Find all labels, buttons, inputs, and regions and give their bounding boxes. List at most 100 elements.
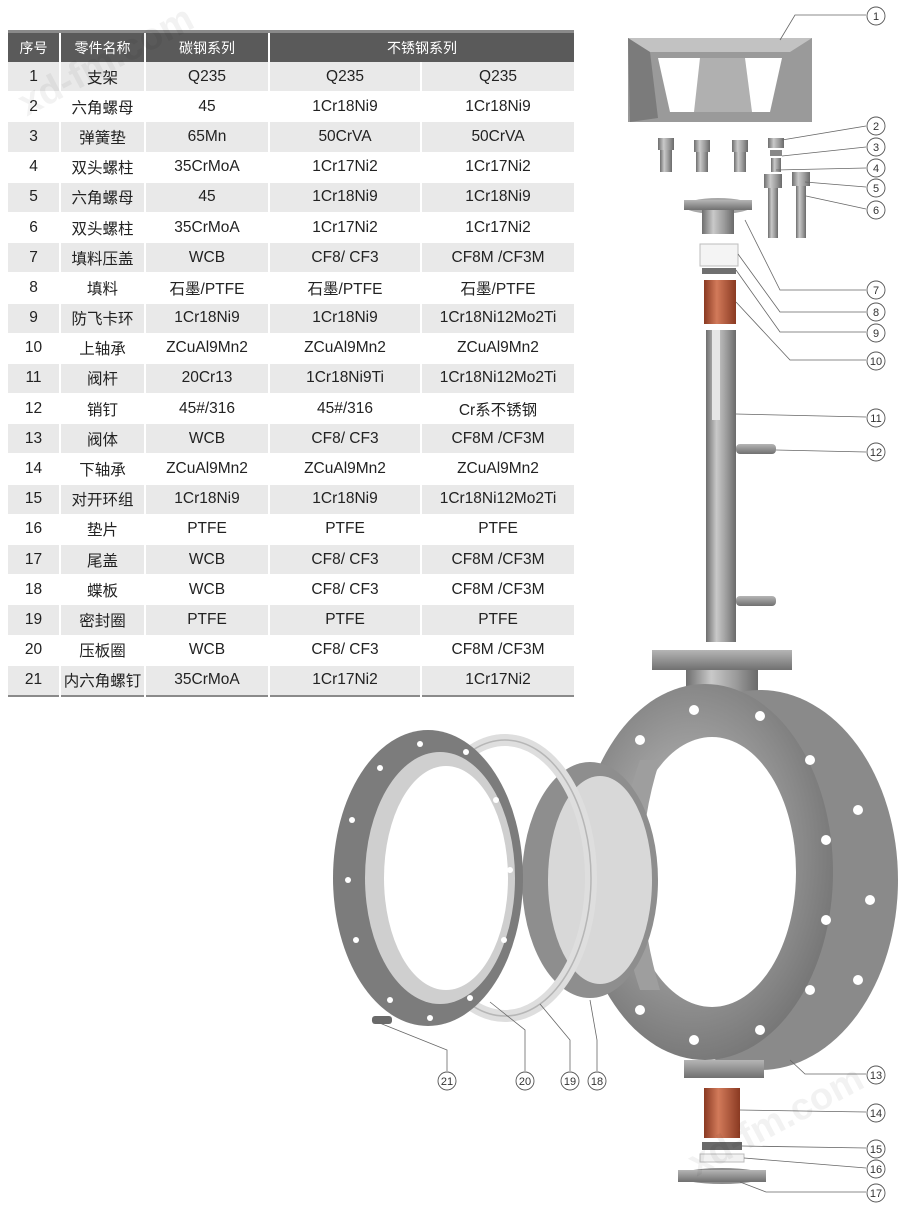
- cell-index: 19: [8, 604, 61, 636]
- cell-stainless-a: 50CrVA: [269, 121, 422, 153]
- cell-index: 6: [8, 212, 61, 244]
- retainer-bolt-holes: [345, 741, 513, 1021]
- cell-index: 8: [8, 272, 61, 304]
- cell-stainless-a: 1Cr18Ni9: [269, 484, 422, 515]
- callout-number: 13: [870, 1070, 882, 1082]
- cell-stainless-a: 1Cr18Ni9Ti: [269, 363, 422, 395]
- cell-part-name: 双头螺柱: [60, 152, 146, 183]
- cell-index: 13: [8, 423, 61, 455]
- callout-14: 14: [866, 1103, 886, 1123]
- bolt-holes: [587, 705, 875, 1045]
- cell-stainless-a: CF8/ CF3: [269, 635, 422, 666]
- callout-9: 9: [866, 323, 886, 343]
- cell-carbon: 45: [145, 182, 270, 213]
- cell-part-name: 防飞卡环: [60, 303, 146, 334]
- callout-15: 15: [866, 1139, 886, 1159]
- cell-index: 7: [8, 242, 61, 274]
- cell-part-name: 压板圈: [60, 635, 146, 666]
- cell-stainless-b: PTFE: [421, 514, 574, 546]
- cell-stainless-b: 1Cr18Ni9: [421, 91, 574, 123]
- callout-number: 19: [564, 1076, 576, 1088]
- pin: [736, 444, 776, 454]
- cell-part-name: 垫片: [60, 514, 146, 546]
- cell-part-name: 对开环组: [60, 484, 146, 515]
- stud-bolt: [792, 172, 810, 238]
- cell-stainless-b: 1Cr18Ni12Mo2Ti: [421, 484, 574, 515]
- cell-stainless-b: Cr系不锈钢: [421, 393, 574, 425]
- callout-number: 15: [870, 1144, 882, 1156]
- packing: [699, 243, 739, 267]
- header-part-name: 零件名称: [60, 31, 146, 62]
- cell-stainless-b: 50CrVA: [421, 121, 574, 153]
- hex-nut: [768, 138, 784, 172]
- cell-index: 5: [8, 182, 61, 213]
- cell-carbon: 1Cr18Ni9: [145, 484, 270, 515]
- lower-bearing: [704, 1088, 740, 1138]
- callout-number: 10: [870, 356, 882, 368]
- stud-bolt: [764, 174, 782, 238]
- cell-stainless-a: CF8/ CF3: [269, 544, 422, 576]
- callout-number: 6: [873, 205, 879, 217]
- callout-number: 16: [870, 1164, 882, 1176]
- nuts-washers-studs: [658, 138, 810, 238]
- callout-17: 17: [866, 1183, 886, 1203]
- bracket: [628, 38, 812, 122]
- cell-index: 1: [8, 62, 61, 93]
- cell-stainless-b: 1Cr18Ni12Mo2Ti: [421, 363, 574, 395]
- end-cover: [678, 1168, 766, 1184]
- packing-gland: [684, 198, 752, 234]
- callout-number: 9: [873, 328, 879, 340]
- callout-6: 6: [866, 200, 886, 220]
- hex-nut: [658, 138, 674, 172]
- callout-number: 21: [441, 1076, 453, 1088]
- cell-carbon: WCB: [145, 574, 270, 606]
- cell-carbon: ZCuAl9Mn2: [145, 333, 270, 364]
- pin: [736, 596, 776, 606]
- callout-number: 5: [873, 183, 879, 195]
- callout-number: 20: [519, 1076, 531, 1088]
- cell-stainless-b: CF8M /CF3M: [421, 574, 574, 606]
- cell-carbon: 35CrMoA: [145, 152, 270, 183]
- cell-part-name: 双头螺柱: [60, 212, 146, 244]
- cell-part-name: 尾盖: [60, 544, 146, 576]
- callout-13: 13: [866, 1065, 886, 1085]
- cell-index: 20: [8, 635, 61, 666]
- cell-stainless-a: CF8/ CF3: [269, 423, 422, 455]
- callout-number: 7: [873, 285, 879, 297]
- cell-stainless-b: ZCuAl9Mn2: [421, 453, 574, 485]
- callout-4: 4: [866, 158, 886, 178]
- cell-stainless-b: 1Cr17Ni2: [421, 212, 574, 244]
- cell-index: 15: [8, 484, 61, 515]
- cell-part-name: 弹簧垫: [60, 121, 146, 153]
- cell-carbon: WCB: [145, 635, 270, 666]
- cell-stainless-a: 1Cr17Ni2: [269, 152, 422, 183]
- cell-part-name: 销钉: [60, 393, 146, 425]
- retainer-ring: [333, 730, 523, 1026]
- callout-3: 3: [866, 137, 886, 157]
- cell-part-name: 填料: [60, 272, 146, 304]
- callout-18: 18: [587, 1071, 607, 1091]
- cell-stainless-b: 1Cr17Ni2: [421, 665, 574, 697]
- cell-stainless-a: 1Cr18Ni9: [269, 91, 422, 123]
- cell-part-name: 蝶板: [60, 574, 146, 606]
- cell-carbon: 45: [145, 91, 270, 123]
- cell-stainless-b: CF8M /CF3M: [421, 242, 574, 274]
- header-carbon-steel: 碳钢系列: [145, 31, 270, 62]
- callout-2: 2: [866, 116, 886, 136]
- cell-index: 16: [8, 514, 61, 546]
- cell-stainless-a: PTFE: [269, 604, 422, 636]
- cell-stainless-b: Q235: [421, 62, 574, 93]
- callout-number: 18: [591, 1076, 603, 1088]
- cell-index: 4: [8, 152, 61, 183]
